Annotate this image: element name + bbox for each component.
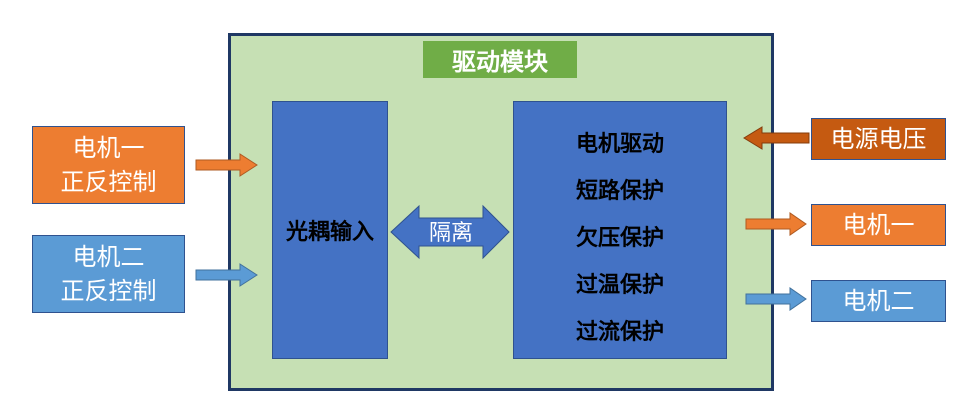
driver-function-overcurrent: 过流保护 — [575, 320, 664, 345]
driver-function-overtemp: 过温保护 — [575, 273, 664, 298]
isolation-double-arrow — [390, 204, 510, 260]
driver-function-short-circuit: 短路保护 — [575, 179, 664, 204]
driver-function-motor-drive: 电机驱动 — [575, 132, 664, 157]
motor2-control-line1: 电机二 — [72, 243, 145, 271]
power-supply-box: 电源电压 — [811, 118, 946, 160]
motor1-control-line1: 电机一 — [72, 134, 145, 162]
motor1-control-line2: 正反控制 — [60, 168, 157, 196]
module-title: 驱动模块 — [423, 41, 577, 78]
isolation-label: 隔离 — [428, 221, 473, 246]
power-supply-label: 电源电压 — [830, 125, 927, 153]
motor1-control-arrow — [195, 153, 258, 177]
motor2-control-box: 电机二 正反控制 — [32, 235, 185, 313]
motor2-control-arrow — [195, 263, 258, 287]
driver-function-undervoltage: 欠压保护 — [575, 226, 664, 251]
motor2-output-label: 电机二 — [842, 287, 915, 315]
motor2-control-line2: 正反控制 — [60, 277, 157, 305]
motor-driver-block: 电机驱动 短路保护 欠压保护 过温保护 过流保护 — [513, 101, 727, 359]
motor2-output-arrow — [745, 287, 807, 311]
motor1-output-box: 电机一 — [811, 204, 946, 246]
motor2-output-box: 电机二 — [811, 280, 946, 322]
power-supply-arrow — [743, 126, 810, 150]
optocoupler-input-block: 光耦输入 — [272, 101, 388, 359]
motor1-control-box: 电机一 正反控制 — [32, 126, 185, 204]
motor1-output-label: 电机一 — [842, 211, 915, 239]
motor1-output-arrow — [745, 212, 807, 236]
